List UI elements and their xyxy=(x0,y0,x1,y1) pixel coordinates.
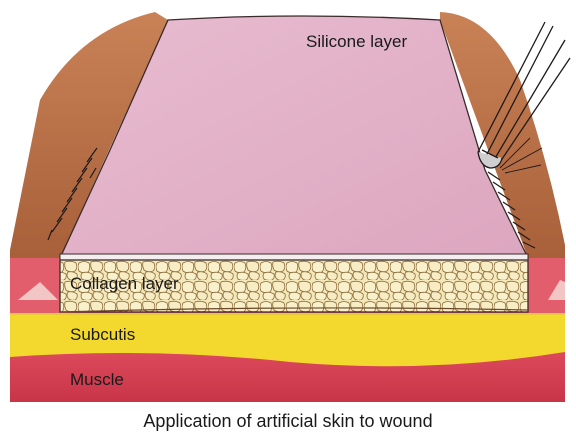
subcutis-label: Subcutis xyxy=(70,326,135,343)
collagen-layer-label: Collagen layer xyxy=(70,275,179,292)
silicone-layer-label: Silicone layer xyxy=(306,33,407,50)
skin-cross-section-illustration xyxy=(0,0,576,405)
figure-caption: Application of artificial skin to wound xyxy=(0,412,576,430)
muscle-label: Muscle xyxy=(70,371,124,388)
